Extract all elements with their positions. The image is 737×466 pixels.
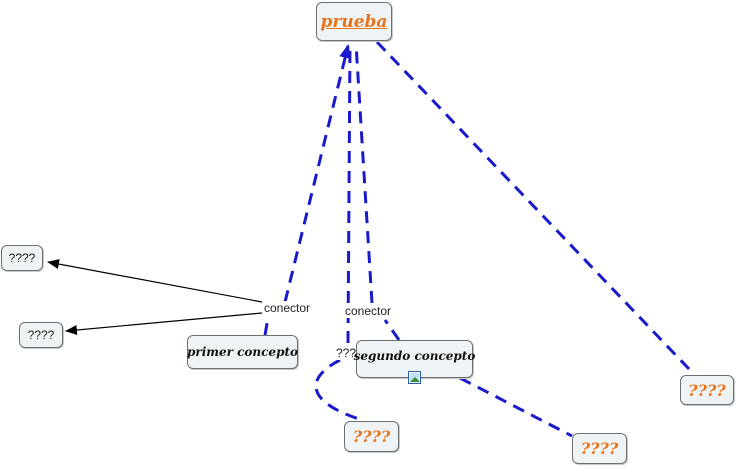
link-unlabeled-to-bottom-center[interactable] bbox=[314, 358, 363, 422]
concept-right-label: ???? bbox=[688, 380, 726, 400]
image-resource-icon[interactable] bbox=[408, 371, 421, 384]
linking-phrase-conector-1[interactable]: conector bbox=[262, 301, 313, 315]
link-prueba-to-right[interactable] bbox=[375, 40, 692, 372]
link-segundo-to-conector[interactable] bbox=[383, 319, 401, 341]
link-primer-to-conector[interactable] bbox=[263, 317, 270, 336]
link-segundo-to-bottom-right[interactable] bbox=[459, 376, 573, 438]
concept-left-top-label: ???? bbox=[8, 251, 36, 265]
concept-primer-label: primer concepto bbox=[186, 345, 299, 359]
concept-left-bottom[interactable]: ???? bbox=[19, 322, 63, 348]
concept-bottom-right-label: ???? bbox=[580, 439, 619, 458]
concept-bottom-right[interactable]: ???? bbox=[572, 433, 627, 464]
concept-bottom-center-label: ???? bbox=[352, 427, 391, 446]
concept-segundo-label: segundo concepto bbox=[353, 349, 476, 363]
concept-segundo[interactable]: segundo concepto bbox=[353, 340, 476, 378]
link-conector-to-left-top[interactable] bbox=[47, 259, 263, 303]
concept-primer[interactable]: primer concepto bbox=[187, 335, 298, 369]
concept-left-top[interactable]: ???? bbox=[1, 245, 43, 271]
linking-phrase-conector-2[interactable]: conector bbox=[343, 304, 394, 318]
link-conector2-to-prueba[interactable] bbox=[354, 43, 374, 304]
linking-phrase-unlabeled[interactable]: ??? bbox=[336, 346, 357, 360]
link-conector-to-prueba[interactable] bbox=[283, 44, 351, 303]
concept-bottom-center[interactable]: ???? bbox=[344, 421, 399, 452]
concept-right[interactable]: ???? bbox=[680, 375, 734, 405]
link-unlabeled-to-prueba[interactable] bbox=[346, 43, 352, 344]
image-resource-hill bbox=[410, 377, 420, 382]
link-conector-to-left-bottom[interactable] bbox=[65, 312, 263, 335]
concept-root-label: prueba bbox=[320, 11, 388, 32]
concept-left-bottom-label: ???? bbox=[27, 328, 55, 342]
concept-root-prueba[interactable]: prueba bbox=[316, 2, 392, 41]
